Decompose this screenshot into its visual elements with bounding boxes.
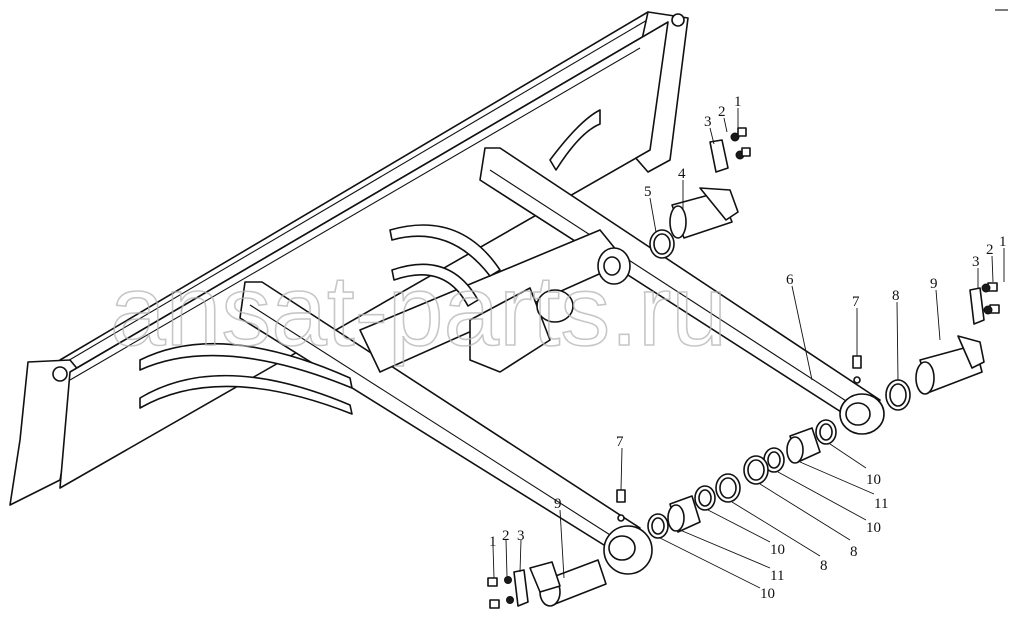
- blade-braces: [139, 109, 601, 415]
- label-10-c: 10: [770, 542, 785, 558]
- top-hardware: [709, 127, 751, 173]
- label-7-left: 7: [616, 434, 624, 450]
- left-pin-9: [529, 559, 607, 607]
- label-10-a: 10: [866, 472, 881, 488]
- label-1-right: 1: [999, 234, 1007, 250]
- label-1-top: 1: [734, 94, 742, 110]
- label-7-right: 7: [852, 294, 860, 310]
- right-ring-8: [885, 379, 911, 411]
- upper-ring-5: [649, 229, 675, 259]
- label-5: 5: [644, 184, 652, 200]
- grease-nipple-left: [616, 489, 626, 522]
- label-11-a: 11: [874, 496, 888, 512]
- label-1-left: 1: [489, 534, 497, 550]
- cross-tube: [359, 229, 631, 373]
- label-3-left: 3: [517, 528, 525, 544]
- right-hardware: [969, 282, 1000, 325]
- callout-labels: 1 2 3 4 5 6 7 8 9 3 2 1 10 11 10 8 10 8 …: [489, 94, 1007, 602]
- label-9-left: 9: [554, 496, 562, 512]
- label-8-c: 8: [820, 558, 828, 574]
- label-9-right: 9: [930, 276, 938, 292]
- left-hardware: [487, 569, 529, 609]
- dozer-blade: [9, 11, 689, 506]
- label-11-b: 11: [770, 568, 784, 584]
- label-2-top: 2: [718, 104, 726, 120]
- label-8-right: 8: [892, 288, 900, 304]
- label-2-left: 2: [502, 528, 510, 544]
- left-push-arm: [239, 281, 653, 575]
- grease-nipple-right: [852, 355, 862, 384]
- leader-lines: [492, 108, 1005, 589]
- label-2-right: 2: [986, 242, 994, 258]
- label-4: 4: [678, 166, 686, 182]
- upper-pin-4: [669, 187, 739, 239]
- label-3-top: 3: [704, 114, 712, 130]
- label-8-b: 8: [850, 544, 858, 560]
- watermark-text: ansat-parts.ru: [110, 255, 727, 367]
- right-push-arm: [479, 147, 885, 435]
- right-pin-9: [915, 335, 985, 395]
- label-10-b: 10: [866, 520, 881, 536]
- label-10-d: 10: [760, 586, 775, 602]
- label-3-right: 3: [972, 254, 980, 270]
- ring-bushing-chain: [647, 419, 837, 539]
- label-6: 6: [786, 272, 794, 288]
